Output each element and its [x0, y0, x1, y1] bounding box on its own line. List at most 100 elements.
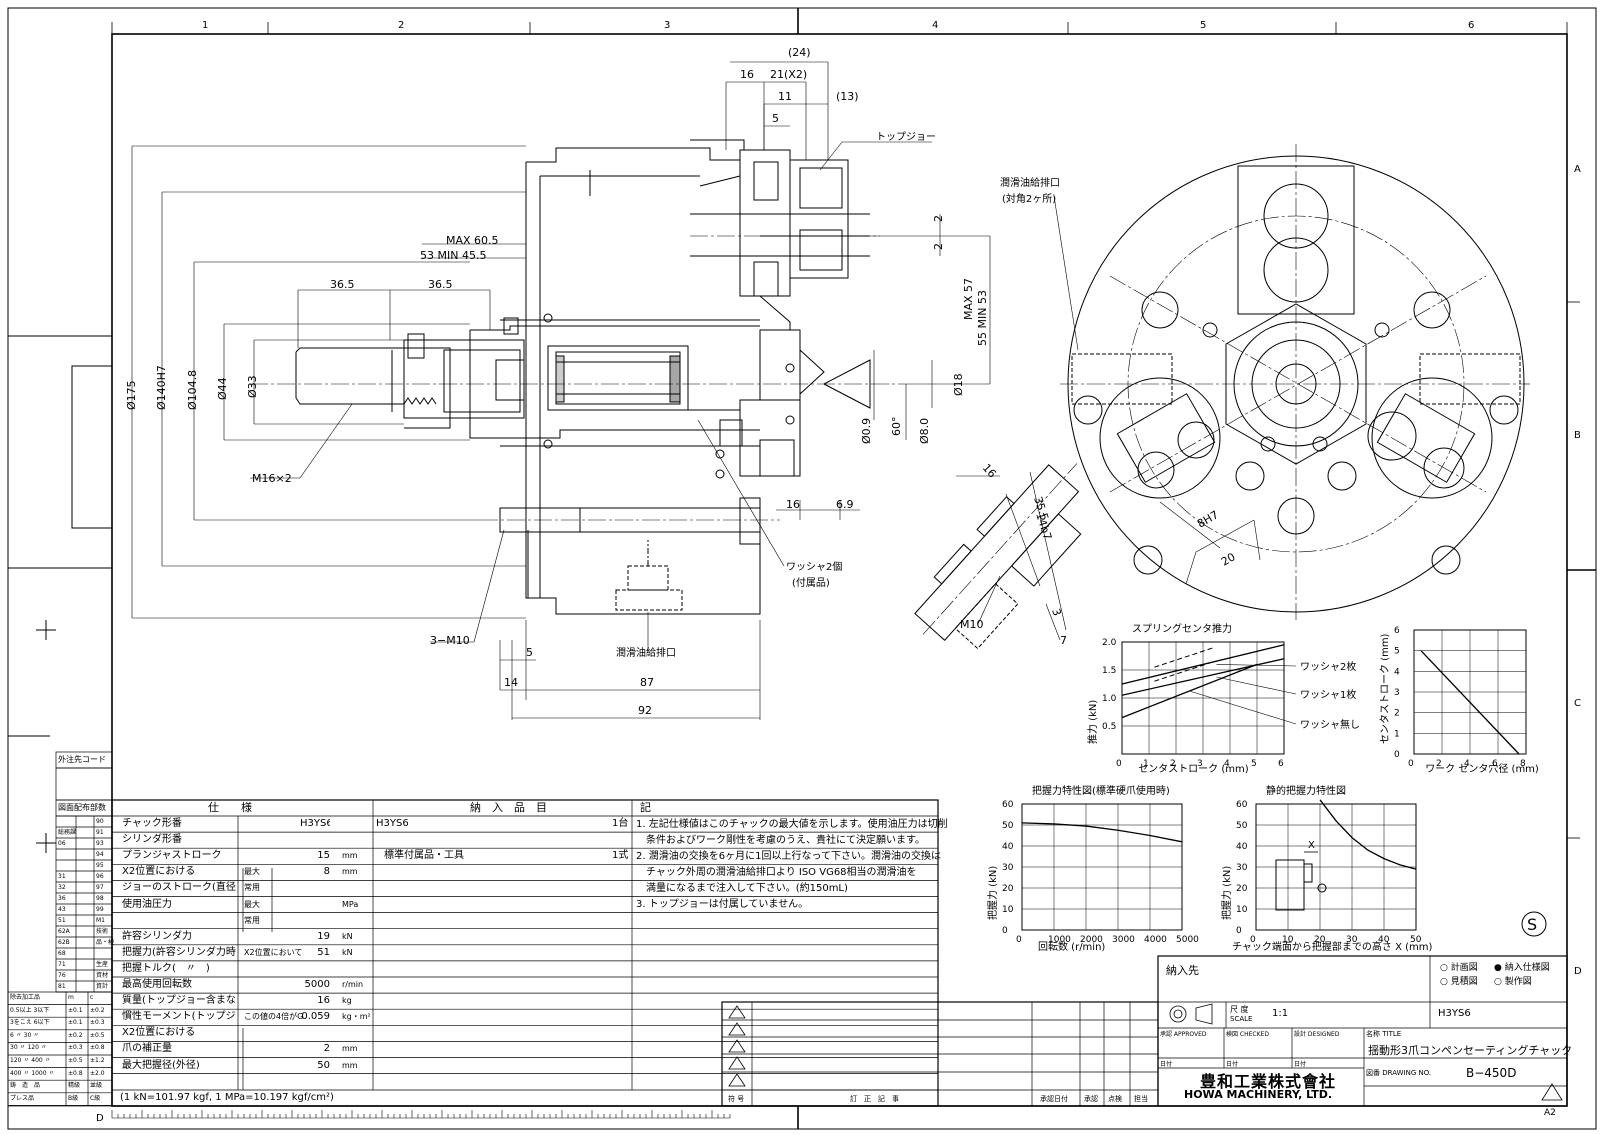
label-washer-sub: (付属品) — [792, 576, 830, 589]
chart-3-series-0 — [1319, 799, 1417, 870]
spec-unit-2: mm — [342, 851, 358, 861]
tol-cell-6-0: 400 〃 1000 〃 — [10, 1069, 55, 1077]
dim-phi-44: Ø44 — [216, 377, 229, 400]
chart-3-x-circle — [1317, 883, 1327, 893]
spec-label-10: 最高使用回転数 — [122, 979, 192, 990]
spec-value-7: 19 — [317, 930, 330, 942]
tol-cell-4-2: ±0.8 — [90, 1044, 105, 1052]
spec-table-grid — [111, 799, 939, 1107]
spec-label-8: 把握力(許容シリンダ力時) — [122, 946, 236, 958]
tol-cell-3-0: 6 〃 30 〃 — [10, 1031, 40, 1039]
col-label-2: 2 — [398, 20, 404, 31]
edge-letter-d: D — [96, 1113, 104, 1124]
order-code-label: 外注先コード — [58, 755, 106, 764]
dist-cell-9-0: 51 — [58, 917, 66, 924]
label-lube-port: 潤滑油給排口 — [1000, 176, 1060, 189]
note-line-1: 1. 左記仕様値はこのチャックの最大値を示します。使用油圧力は切削 — [636, 819, 948, 830]
chart-1-xlabel: ワーク センタ穴径 (mm) — [1425, 762, 1539, 775]
dist-cell-10-2: 技術 — [96, 928, 109, 935]
scale-label: 尺 度 — [1230, 1005, 1249, 1014]
spec-unit-5: MPa — [342, 899, 359, 909]
dim-2-b: 2 — [932, 243, 945, 250]
dim-phi-175: Ø175 — [125, 380, 138, 410]
dim-3: 3 — [1049, 607, 1064, 618]
dist-cell-2-2: 93 — [96, 840, 104, 847]
chart-3-xlabel: チャック端面から把握部までの高さ X (mm) — [1232, 940, 1432, 953]
leader-lines — [250, 141, 1079, 650]
dim-min-53: 55 MIN 53 — [976, 290, 989, 346]
dim-13: (13) — [836, 90, 859, 103]
chart-2-ytick: 30 — [1002, 863, 1014, 873]
chart-1-ytick: 3 — [1394, 688, 1400, 698]
dim-20: 20 — [1219, 550, 1238, 568]
date-label-2: 日付 — [1226, 1061, 1239, 1068]
chart-2-xtick: 0 — [1016, 935, 1022, 945]
option-plan-label: 計画図 — [1450, 963, 1478, 973]
dim-phi-18: Ø18 — [952, 373, 965, 396]
delivery-qty-1: 1台 — [612, 818, 629, 829]
spec-sub-12: この値の4倍がGD² — [244, 1012, 304, 1022]
spec-value-2: 15 — [317, 850, 330, 862]
dist-cell-15-0: 81 — [58, 983, 66, 990]
dim-14: 14 — [504, 676, 518, 689]
dim-max-57: MAX 57 — [962, 278, 975, 320]
note-line-5: 満量になるまで注入して下さい。(約150mL) — [636, 883, 848, 894]
jaw-detail-view — [914, 463, 1082, 650]
chart-3-xtick: 40 — [1378, 935, 1390, 945]
scale-en-label: SCALE — [1230, 1015, 1253, 1023]
dim-36-5-a: 36.5 — [330, 278, 355, 291]
chart-0-xtick: 2 — [1170, 759, 1176, 769]
spec-label-0: チャック形番 — [122, 818, 182, 829]
chart-2-series-0 — [1021, 822, 1183, 843]
company-name-en: HOWA MACHINERY, LTD. — [1184, 1088, 1333, 1101]
rev-header-date: 承認日付 — [1040, 1095, 1068, 1103]
chart-2-ytick: 40 — [1002, 842, 1014, 852]
left-tables-grid — [7, 751, 113, 1107]
dim-m16x2: M16×2 — [252, 472, 292, 485]
tol-cell-6-2: ±2.0 — [90, 1069, 105, 1077]
dist-cell-9-2: M1 — [96, 917, 105, 924]
label-washer: ワッシャ2個 — [786, 560, 842, 573]
left-edge — [8, 335, 113, 853]
col-label-5: 5 — [1200, 20, 1206, 31]
sheet-size: A2 — [1544, 1108, 1556, 1118]
dist-cell-6-0: 32 — [58, 884, 66, 891]
dim-6-9: 6.9 — [836, 498, 854, 511]
chart-1-xtick: 2 — [1436, 759, 1442, 769]
dist-cell-5-0: 31 — [58, 873, 66, 880]
chart-2-ytick: 50 — [1002, 821, 1014, 831]
chart-0-dashed-a — [1154, 647, 1214, 668]
tol-cell-6-1: ±0.8 — [68, 1069, 83, 1077]
chart-3-ytick: 20 — [1236, 884, 1248, 894]
chart-0-xlabel: センタストローク (mm) — [1138, 763, 1249, 775]
dist-cell-14-2: 資材 — [96, 972, 109, 979]
company-name-jp: 豊和工業株式會社 — [1200, 1072, 1337, 1091]
chart-3-ylabel: 把握力 (kN) — [1220, 866, 1233, 920]
option-production: ○ 製作図 — [1494, 977, 1532, 987]
date-label-1: 日付 — [1160, 1061, 1173, 1068]
label-top-jaw: トップジョー — [876, 131, 936, 143]
tol-cell-8-0: プレス品 — [10, 1094, 35, 1102]
checked-label: 検図 CHECKED — [1226, 1031, 1269, 1038]
chart-3-title: 静的把握力特性図 — [1266, 784, 1346, 797]
spec-sub-4: 常用 — [244, 883, 260, 893]
spec-footer: (1 kN=101.97 kgf, 1 MPa=10.197 kgf/cm²) — [120, 1092, 334, 1103]
chart-0-ylabel: 推力 (kN) — [1086, 700, 1099, 744]
tol-cell-2-2: ±0.3 — [90, 1019, 105, 1027]
col-label-3: 3 — [664, 20, 670, 31]
dim-max-60-5: MAX 60.5 — [446, 234, 499, 247]
rev-header-approve: 承認 — [1084, 1095, 1098, 1103]
dist-cell-15-2: 資計 — [96, 983, 109, 990]
spec-value-11: 16 — [317, 995, 330, 1007]
tol-cell-5-2: ±1.2 — [90, 1057, 105, 1064]
tol-cell-4-1: ±0.3 — [68, 1044, 83, 1052]
chart-3-xtick: 50 — [1410, 935, 1422, 945]
chart-1-xtick: 8 — [1520, 759, 1526, 769]
front-dimensions — [1159, 501, 1261, 585]
dim-60-deg: 60° — [890, 417, 903, 437]
scale-value: 1:1 — [1272, 1008, 1289, 1019]
delivery-header: 納 入 品 目 — [470, 801, 547, 814]
chart-1-ytick: 5 — [1394, 647, 1400, 657]
dist-cell-12-0: 68 — [58, 950, 66, 957]
dim-16-mid: 16 — [786, 498, 800, 511]
